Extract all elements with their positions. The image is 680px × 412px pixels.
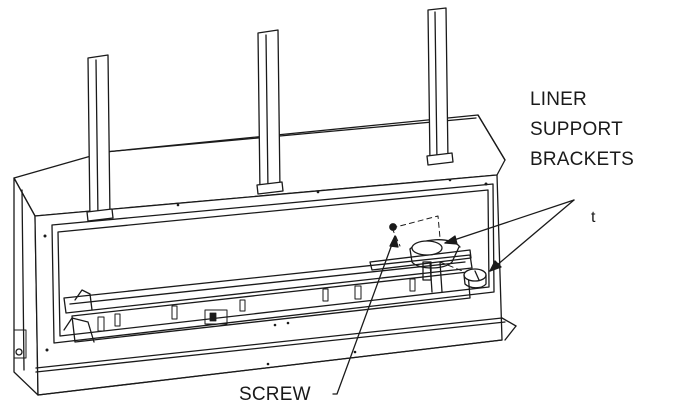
liner-label-line1: LINER bbox=[530, 89, 587, 110]
liner-support-brackets-label: LINER SUPPORT BRACKETS bbox=[530, 89, 634, 179]
liner-label-line2: SUPPORT bbox=[530, 119, 623, 140]
liner-label-line3: BRACKETS bbox=[530, 149, 635, 170]
vertical-standoffs bbox=[86, 7, 454, 222]
liner-callout-arrows bbox=[444, 199, 575, 272]
screw-part bbox=[389, 223, 397, 231]
screw-label: SCREW bbox=[239, 384, 311, 405]
assembly-dashed-guide bbox=[391, 215, 466, 273]
rivet-dots bbox=[43, 178, 488, 366]
screw-callout-arrow bbox=[332, 235, 399, 395]
liner-support-bracket-right bbox=[463, 268, 487, 289]
firebox-front-frame bbox=[34, 174, 517, 396]
stray-mark: t bbox=[591, 209, 596, 226]
